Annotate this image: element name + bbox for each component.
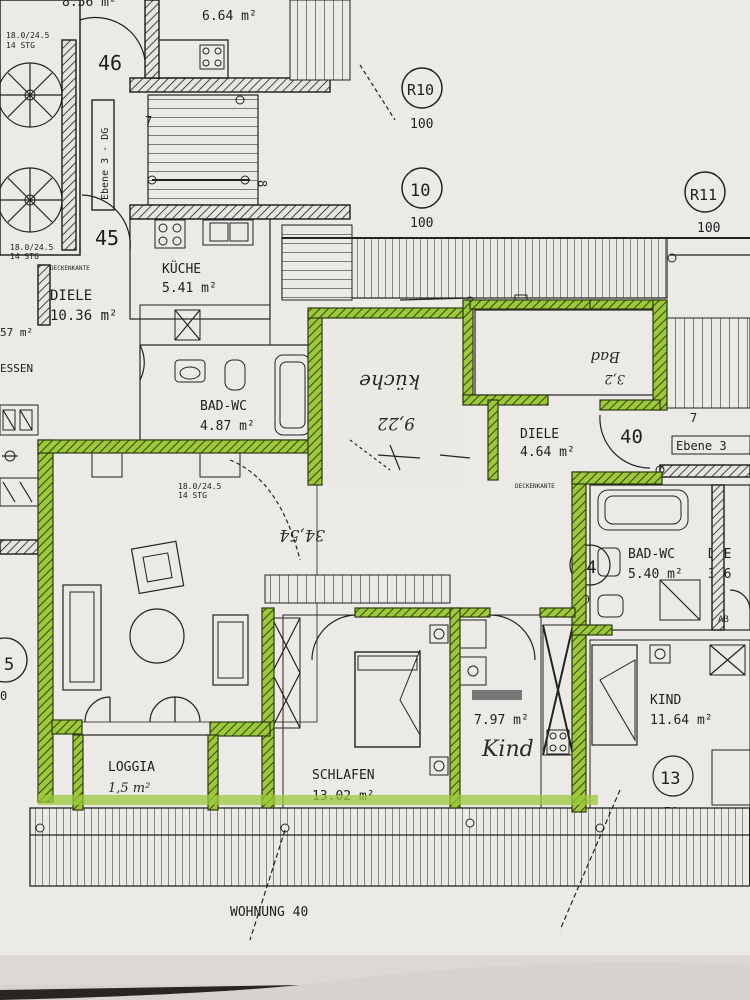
handwritten-living-area: 34,54	[279, 526, 325, 545]
room-area-bad-wc-right: 5.40 m²	[628, 567, 683, 582]
top-right-stair	[289, 0, 351, 81]
room-area-top-left: 8.56 m²	[62, 0, 117, 10]
room-name-schlafen: SCHLAFEN	[312, 768, 375, 783]
svg-text:10: 10	[410, 181, 430, 201]
handwritten-number: 9,22	[377, 413, 415, 433]
stair-strip-mid	[264, 574, 451, 604]
zone-kitchen-handwritten: küche 9,22	[322, 310, 471, 485]
ref-circle-r11: R11 100	[684, 171, 726, 236]
room-name-diele-right: DIELE	[520, 427, 559, 442]
room-diele-left: DIELE 10.36 m² DECKENKANTE 57 m² ESSEN 5…	[0, 264, 117, 703]
room-area-diele-left: 10.36 m²	[50, 308, 117, 324]
central-stair: Ebene 3 - DG 7 8	[91, 77, 351, 220]
room-name-bad-wc-left: BAD-WC	[200, 399, 247, 414]
room-area-loggia: 1,5 m²	[108, 781, 150, 796]
deckenkante-label-1: DECKENKANTE	[50, 265, 90, 272]
ref-circle-5: 5	[4, 655, 14, 675]
handwritten-bad-number: 3,2	[604, 371, 625, 386]
handwritten-kueche: küche	[359, 370, 420, 394]
deckenkante-label-2: DECKENKANTE	[515, 483, 555, 490]
ab-label: AB	[718, 615, 729, 625]
room-area-diele-right: 4.64 m²	[520, 445, 575, 460]
svg-text:13: 13	[660, 769, 680, 789]
room-area-kueche: 5.41 m²	[162, 281, 217, 296]
wohnung-label: WOHNUNG 40	[230, 905, 308, 920]
right-stair	[664, 317, 750, 409]
dashed-arrow-bottom	[249, 829, 286, 941]
balcony-railing	[29, 807, 750, 887]
svg-text:46: 46	[98, 51, 122, 75]
handwritten-bad: Bad	[590, 348, 621, 366]
svg-text:R10: R10	[407, 81, 434, 99]
stair-circle-46: 46	[79, 16, 146, 75]
stg-label-center-b: 14 STG	[178, 491, 207, 500]
svg-text:40: 40	[620, 426, 643, 448]
stg-label-center: 18.0/24.5	[178, 482, 222, 491]
stg-label-mid: 18.0/24.5	[10, 243, 54, 252]
table-edge	[0, 985, 300, 1000]
room-name-diele-left: DIELE	[50, 288, 92, 304]
ref-label-0: 0	[0, 689, 7, 703]
ref-circle-10: 10 100	[401, 167, 443, 231]
ref-circle-r10: R10 100	[359, 64, 443, 132]
ebene-dg-label: Ebene 3 - DG	[100, 128, 111, 200]
room-area-top-kitchen: 6.64 m²	[202, 9, 257, 24]
svg-text:R11: R11	[690, 186, 717, 204]
room-kind-right: KIND 11.64 m²	[589, 639, 750, 821]
marked-walls	[37, 299, 668, 813]
stg-label-top: 18.0/24.5	[6, 31, 50, 40]
stg-label-mid-b: 14 STG	[10, 252, 39, 261]
top-kitchen: 6.64 m²	[144, 0, 257, 79]
svg-text:7: 7	[690, 411, 697, 425]
svg-text:45: 45	[95, 226, 119, 250]
room-name-bad-wc-right: BAD-WC	[628, 547, 675, 562]
room-diele-right: DIELE 4.64 m² DECKENKANTE	[515, 414, 750, 490]
svg-text:8: 8	[255, 180, 269, 187]
room-area-kind-right: 11.64 m²	[650, 713, 713, 728]
room-kueche: KÜCHE 5.41 m²	[129, 218, 271, 346]
essen-cut-label: ESSEN	[0, 362, 33, 375]
room-name-kind-right: KIND	[650, 693, 681, 708]
balcony-posts	[35, 818, 605, 833]
svg-text:7: 7	[145, 114, 152, 128]
handwritten-kind: Kind	[481, 737, 534, 762]
room-name-loggia: LOGGIA	[108, 760, 155, 775]
stg-label-top-b: 14 STG	[6, 41, 35, 50]
ref-circle-40: 40	[620, 426, 643, 448]
svg-text:Ebene 3: Ebene 3	[676, 439, 727, 453]
svg-text:100: 100	[410, 117, 433, 132]
svg-text:100: 100	[697, 221, 720, 236]
room-area-bad-wc-left: 4.87 m²	[200, 419, 255, 434]
left-cut-area: 57 m²	[0, 326, 33, 339]
room-name-kueche: KÜCHE	[162, 260, 201, 277]
top-left-stair-block: 18.0/24.5 14 STG 18.0/24.5 14 STG 8.56 m…	[0, 0, 117, 261]
ebene-3-label: Ebene 3	[671, 435, 750, 455]
room-area-kind-center: 7.97 m²	[474, 713, 529, 728]
svg-text:100: 100	[410, 216, 433, 231]
